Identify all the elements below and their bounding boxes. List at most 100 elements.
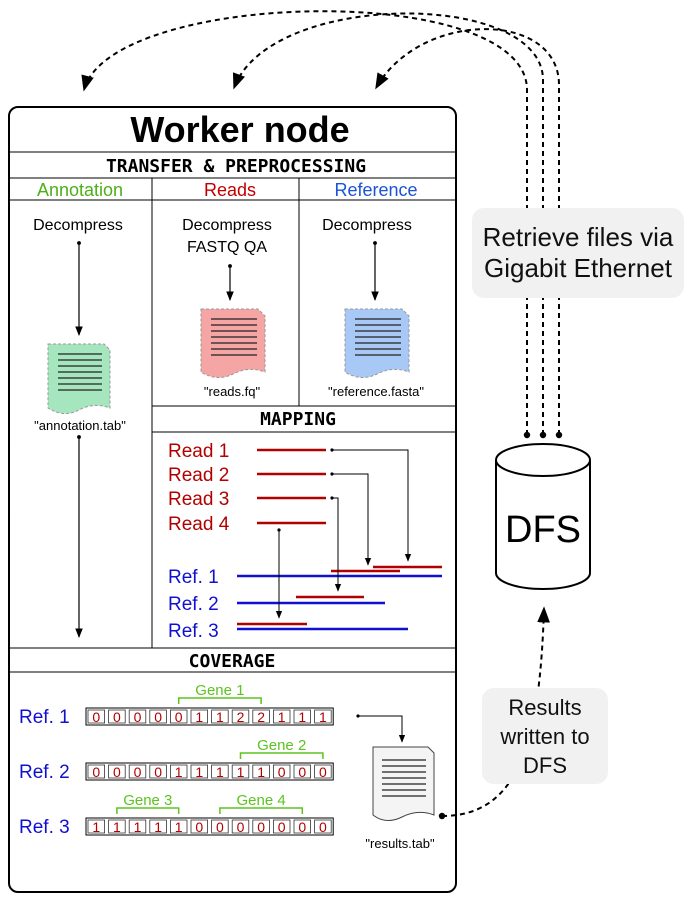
reads-fastq-qa-step: FASTQ QA	[187, 239, 267, 256]
coverage-cell	[252, 764, 270, 779]
results-file-name: "results.tab"	[365, 836, 435, 851]
results-caption-line-3: DFS	[523, 752, 567, 778]
coverage-cell-value: 0	[298, 764, 306, 780]
section-coverage-title: COVERAGE	[189, 651, 276, 672]
coverage-cell	[231, 764, 250, 779]
results-caption-line-2: written to	[500, 723, 590, 749]
gene-bracket: Gene 3	[116, 792, 180, 814]
coverage-cell-value: 0	[134, 709, 142, 725]
coverage-cell	[314, 709, 332, 724]
reads-decompress-step: Decompress	[182, 217, 272, 234]
annotation-file-icon	[47, 343, 111, 414]
coverage-cell-value: 0	[298, 819, 306, 835]
coverage-cell	[211, 819, 229, 834]
coverage-cell-value: 1	[298, 709, 306, 725]
coverage-cell-value: 1	[92, 819, 100, 835]
gene-label: Gene 4	[236, 792, 285, 809]
coverage-cell-value: 0	[113, 709, 121, 725]
coverage-cell-value: 1	[195, 709, 203, 725]
coverage-ref-3-label: Ref. 3	[19, 817, 70, 838]
mapping-read-1-label: Read 1	[168, 441, 229, 462]
mapping-read-3-label: Read 3	[168, 489, 229, 510]
coverage-cell	[149, 709, 167, 724]
coverage-cell	[87, 819, 106, 834]
mapping-ref-2-label: Ref. 2	[168, 594, 219, 615]
mapping-ref-3-label: Ref. 3	[168, 621, 219, 642]
coverage-cell	[293, 819, 312, 834]
reference-decompress-step: Decompress	[322, 217, 412, 234]
gene-label: Gene 1	[195, 682, 244, 699]
coverage-cell-value: 0	[113, 764, 121, 780]
coverage-cell	[190, 819, 209, 834]
coverage-cell-value: 0	[257, 819, 265, 835]
coverage-cell	[211, 764, 229, 779]
coverage-cell-value: 1	[216, 764, 224, 780]
dfs-cylinder-icon	[495, 443, 591, 590]
coverage-cell	[128, 709, 147, 724]
coverage-cell-value: 2	[257, 709, 265, 725]
coverage-cell	[108, 709, 126, 724]
coverage-cell	[231, 819, 250, 834]
coverage-cell-value: 0	[319, 819, 327, 835]
coverage-cell-value: 0	[237, 819, 245, 835]
retrieve-caption-line-2: Gigabit Ethernet	[484, 253, 672, 283]
column-annotation-label: Annotation	[37, 180, 123, 200]
coverage-cell-value: 1	[175, 819, 183, 835]
coverage-cell	[293, 709, 312, 724]
coverage-cell-value: 0	[92, 764, 100, 780]
coverage-cell-value: 1	[154, 819, 162, 835]
coverage-cell-value: 0	[134, 764, 142, 780]
reference-file-icon	[344, 308, 410, 378]
coverage-cell-value: 1	[237, 764, 245, 780]
column-reference-label: Reference	[334, 180, 417, 200]
coverage-cell	[293, 764, 312, 779]
coverage-cell-value: 1	[278, 709, 286, 725]
column-reads-label: Reads	[204, 180, 256, 200]
coverage-cell	[314, 764, 332, 779]
coverage-cell-value: 1	[175, 764, 183, 780]
annotation-decompress-step: Decompress	[33, 217, 123, 234]
coverage-cell	[190, 764, 209, 779]
coverage-cell-value: 1	[257, 764, 265, 780]
coverage-cell	[108, 819, 126, 834]
coverage-cell	[128, 764, 147, 779]
gene-bracket: Gene 1	[177, 682, 262, 704]
coverage-cell	[272, 709, 291, 724]
coverage-cell	[169, 819, 188, 834]
retrieve-files-caption: Retrieve files via Gigabit Ethernet	[472, 208, 684, 298]
coverage-cell	[252, 709, 270, 724]
coverage-cell	[149, 764, 167, 779]
annotation-file-name: "annotation.tab"	[34, 418, 126, 433]
coverage-cell	[87, 764, 106, 779]
coverage-cell-value: 0	[278, 819, 286, 835]
results-caption-line-1: Results	[508, 694, 582, 720]
gene-label: Gene 2	[257, 737, 306, 754]
reads-file-name: "reads.fq"	[204, 384, 261, 399]
coverage-cell	[252, 819, 270, 834]
coverage-cell-value: 0	[319, 764, 327, 780]
coverage-cell	[169, 709, 188, 724]
coverage-cell	[314, 819, 332, 834]
coverage-cell-value: 0	[175, 709, 183, 725]
coverage-cell-value: 1	[195, 764, 203, 780]
coverage-cell	[211, 709, 229, 724]
coverage-cell-value: 1	[216, 709, 224, 725]
coverage-ref-2-label: Ref. 2	[19, 762, 70, 783]
coverage-cell	[128, 819, 147, 834]
coverage-cell-value: 1	[319, 709, 327, 725]
coverage-cell-value: 2	[237, 709, 245, 725]
coverage-cell-value: 1	[134, 819, 142, 835]
coverage-cell	[190, 709, 209, 724]
gene-bracket: Gene 4	[219, 792, 304, 814]
coverage-cell	[272, 819, 291, 834]
coverage-cell-value: 0	[195, 819, 203, 835]
mapping-ref-1-label: Ref. 1	[168, 567, 219, 588]
results-file-icon	[372, 746, 435, 821]
coverage-cell-value: 0	[154, 709, 162, 725]
reference-file-name: "reference.fasta"	[328, 384, 424, 399]
coverage-ref-1-label: Ref. 1	[19, 707, 70, 728]
coverage-cell-value: 0	[154, 764, 162, 780]
coverage-cell-value: 0	[92, 709, 100, 725]
coverage-cell	[149, 819, 167, 834]
